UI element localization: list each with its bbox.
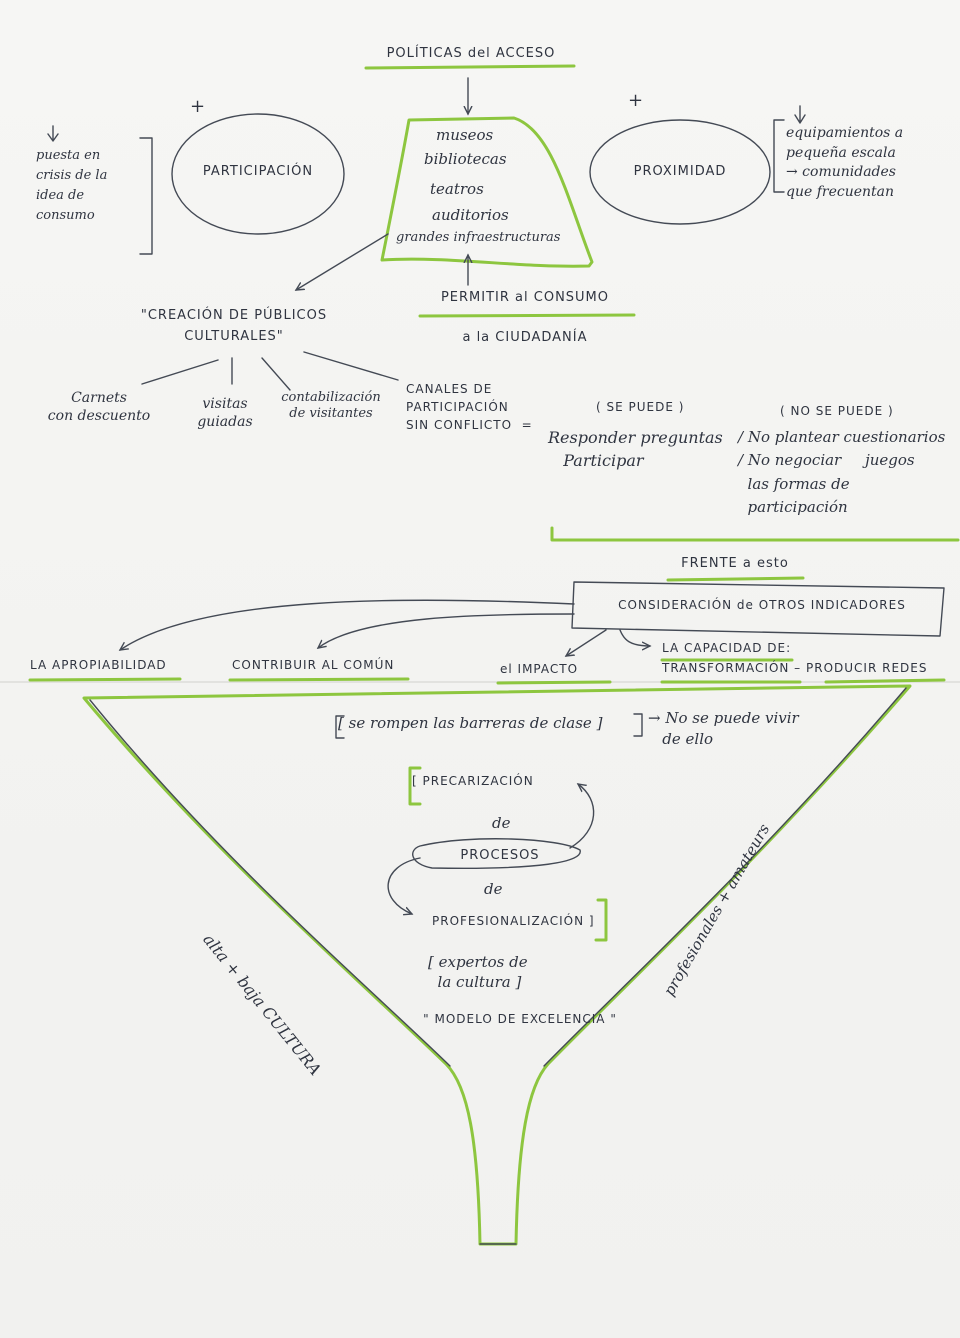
- left-note-bracket: [139, 137, 153, 255]
- indicator-underline-impacto: [496, 680, 612, 685]
- institutions-shape: [380, 116, 594, 268]
- title-underline: [364, 64, 576, 70]
- consideracion-label: CONSIDERACIÓN de OTROS INDICADORES: [618, 598, 906, 612]
- procesos-ellipse: [412, 838, 581, 869]
- indicator-underline-redes: [660, 678, 946, 684]
- se-puede-header: ( SE PUEDE ): [596, 400, 685, 414]
- plus-sign-left: +: [190, 96, 206, 117]
- institution-teatros: teatros: [430, 180, 484, 198]
- de-connector-2: de: [484, 880, 503, 898]
- expertos-cultura: [ expertos de la cultura ]: [428, 953, 528, 992]
- creacion-publicos: "CREACIÓN DE PÚBLICOS CULTURALES": [140, 308, 328, 344]
- precarizacion-label: [ PRECARIZACIÓN: [412, 774, 534, 788]
- procesos-label: PROCESOS: [460, 848, 540, 863]
- consumo-underline: [418, 313, 636, 318]
- indicator-apropiabilidad: LA APROPIABILIDAD: [30, 658, 167, 672]
- branch-contabilizacion-label: contabilización de visitantes: [281, 390, 381, 422]
- ciudadania-label: a la CIUDADANÍA: [462, 330, 588, 345]
- politicas-title: POLÍTICAS del ACCESO: [386, 46, 556, 61]
- arrow-to-comun: [318, 613, 575, 648]
- branch-carnets: [141, 359, 219, 385]
- branch-canales: [303, 351, 399, 381]
- indicator-impacto: el IMPACTO: [500, 662, 579, 676]
- right-note-arrow: [794, 105, 806, 124]
- participacion-label: PARTICIPACIÓN: [202, 164, 314, 179]
- paper-fold: [0, 681, 960, 683]
- se-puede-items: Responder preguntas Participar: [548, 428, 723, 471]
- cycle-arrow-down: [387, 857, 421, 914]
- proximidad-label: PROXIMIDAD: [633, 164, 727, 179]
- indicator-underline-comun: [228, 677, 410, 682]
- cycle-arrow-up: [569, 784, 595, 849]
- institution-infraestructuras: grandes infraestructuras: [396, 230, 561, 245]
- right-note-bracket: [773, 119, 785, 193]
- rompen-bracket-left: [335, 715, 345, 739]
- rompen-barreras: [ se rompen las barreras de clase ]: [338, 714, 603, 732]
- branch-visitas-label: visitas guiadas: [197, 396, 253, 430]
- plus-sign-right: +: [628, 90, 644, 111]
- no-se-puede-vivir: → No se puede vivir de ello: [648, 709, 799, 748]
- de-connector-1: de: [492, 814, 511, 832]
- right-note: equipamientos a pequeña escala → comunid…: [786, 125, 904, 200]
- branch-canales-label: CANALES DE PARTICIPACIÓN SIN CONFLICTO =: [406, 382, 533, 432]
- profesionalizacion-bracket: [594, 898, 608, 942]
- section-divider: [550, 526, 960, 542]
- indicator-comun: CONTRIBUIR AL COMÚN: [232, 658, 395, 672]
- modelo-excelencia: " MODELO DE EXCELENCIA ": [423, 1012, 617, 1026]
- arrow-to-apropiabilidad: [120, 599, 575, 650]
- participacion-ellipse: [171, 113, 345, 235]
- institution-auditorios: auditorios: [432, 206, 509, 224]
- consideracion-box: [571, 581, 945, 637]
- rompen-bracket-right: [633, 713, 643, 737]
- arrow-to-impacto: [566, 629, 607, 656]
- profesionalizacion-label: PROFESIONALIZACIÓN ]: [432, 914, 595, 928]
- left-note-arrow: [47, 125, 59, 142]
- branch-carnets-label: Carnets con descuento: [47, 390, 151, 424]
- funnel-inner-line: [89, 687, 907, 1067]
- permitir-consumo: PERMITIR al CONSUMO: [440, 290, 610, 305]
- frente-label: FRENTE a esto: [681, 556, 789, 571]
- left-note: puesta en crisis de la idea de consumo: [36, 148, 108, 224]
- indicator-underline-apropiabilidad: [28, 677, 182, 682]
- no-se-puede-header: ( NO SE PUEDE ): [780, 404, 894, 418]
- institution-bibliotecas: bibliotecas: [424, 150, 507, 168]
- indicator-capacidad: LA CAPACIDAD DE: TRANSFORMACIÓN – PRODUC…: [662, 641, 928, 676]
- arrow-to-creacion: [296, 233, 389, 290]
- precarizacion-bracket: [408, 766, 422, 806]
- frente-underline: [666, 576, 805, 582]
- arrow-to-capacidad: [619, 629, 650, 646]
- proximidad-ellipse: [589, 119, 771, 225]
- institution-museos: museos: [436, 126, 494, 144]
- no-se-puede-items: / No plantear cuestionarios / No negocia…: [738, 428, 946, 516]
- branch-contabilizacion: [261, 357, 291, 391]
